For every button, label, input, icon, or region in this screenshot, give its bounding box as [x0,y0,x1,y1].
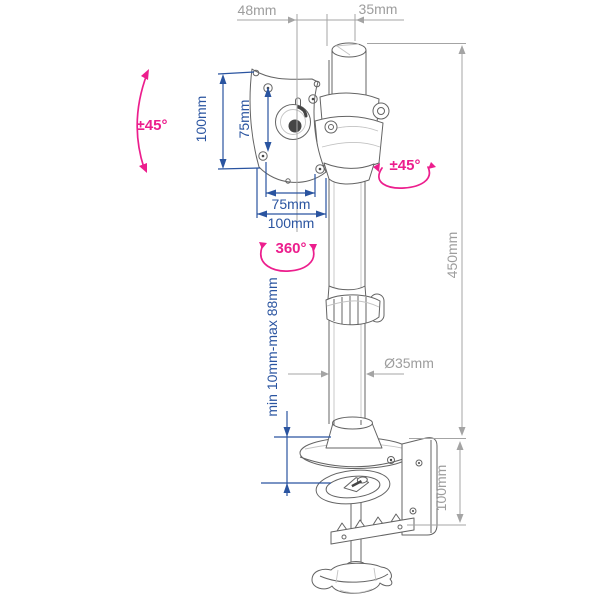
arc-arrow-icon [139,163,147,173]
center-boss [275,104,311,140]
arc-arrow-icon [259,242,267,249]
arrow-down-icon [264,142,272,152]
rotation-indicators [136,69,436,272]
arrow-left-icon [266,189,276,197]
mount-notch-top-right [313,80,321,88]
arrow-up-icon [458,45,466,54]
clamp-lower-jaw [330,513,415,545]
arrow-right-icon [321,370,329,378]
vesa-height-inner-label: 75mm [236,100,252,139]
small-hole-bottom [285,178,291,184]
clamp-range-label: min 10mm-max 88mm [264,277,280,416]
pole-rotation-arc [378,166,431,189]
dim-label-48mm: 48mm [238,2,277,18]
arrow-left-icon [257,210,267,218]
vesa-height-outer-label: 100mm [193,96,209,143]
clamp-pad-oval [315,469,391,505]
arrow-up-icon [219,74,227,84]
tilt-arc [136,73,148,169]
arrow-down-icon [219,159,227,169]
arrow-down-icon [283,427,291,437]
arc-arrow-icon [373,163,380,172]
arrow-down-icon [456,514,464,523]
pole-rotation-label: ±45° [390,157,421,174]
swivel-arc [259,246,315,272]
pole-top-cap [331,42,367,102]
arrow-right-icon [305,189,315,197]
adjustment-knob [325,293,385,326]
vesa-width-outer-label: 100mm [268,215,315,231]
pole-diameter-label: Ø35mm [384,355,434,371]
pole-head-joint [314,92,390,185]
arrow-left-icon [366,370,374,378]
wing-knob [311,561,393,594]
arrow-down-icon [458,427,466,436]
arrow-up-icon [264,87,272,97]
swivel-range-label: 360° [275,240,306,257]
dim-label-35mm: 35mm [359,1,398,17]
arc-arrow-icon [141,69,149,80]
base-disc [299,416,413,469]
arrow-left-icon [356,16,364,24]
dimension-labels: 48mm 35mm ±45° 100mm 75mm 75mm 100mm 360… [137,1,460,511]
monitor-mount-drawing [249,42,438,594]
blue-dimensions [217,71,331,496]
pole-height-label: 450mm [444,232,460,279]
arc-arrow-icon [309,244,317,251]
clamp-height-label: 100mm [433,465,449,512]
arrow-up-icon [283,483,291,493]
vesa-width-inner-label: 75mm [272,196,311,212]
arrow-up-icon [456,441,464,450]
vesa-plate [249,68,327,184]
gray-dimensions [237,14,466,526]
arrow-right-icon [288,16,296,24]
arrow-right-icon [316,210,326,218]
tilt-range-label: ±45° [137,117,168,134]
mount-notch-top-left [252,69,260,77]
arc-arrow-icon [428,162,436,169]
